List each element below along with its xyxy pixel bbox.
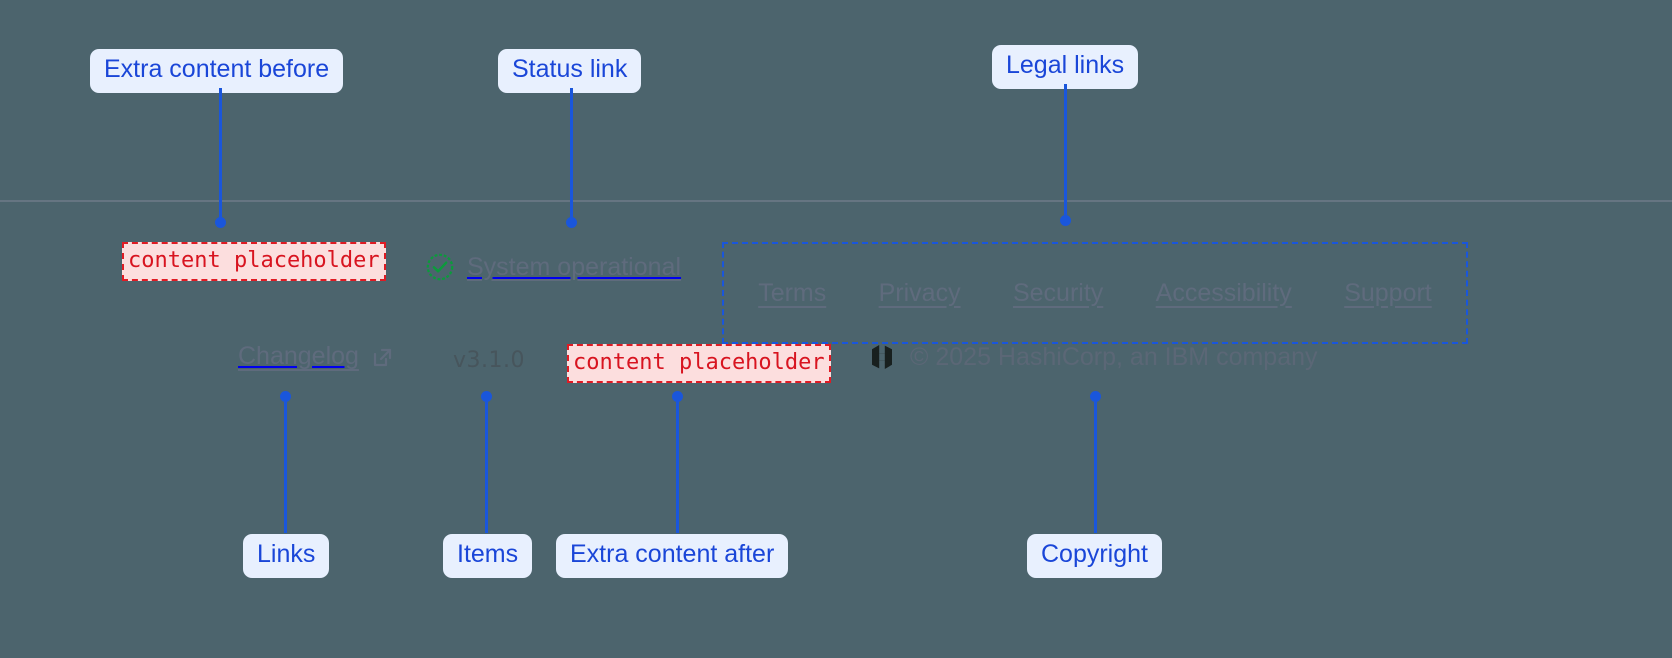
annotation-line-status-link bbox=[570, 88, 573, 222]
footer-row-secondary: Changelog v3.1.0 content placeholder bbox=[0, 338, 1672, 394]
status-link-label: System operational bbox=[467, 252, 682, 281]
legal-link-terms[interactable]: Terms bbox=[758, 278, 827, 307]
legal-links-group: Terms Privacy Security Accessibility Sup… bbox=[722, 242, 1468, 344]
annotation-dot-status-link bbox=[566, 217, 577, 228]
annotation-line-extra-content-before bbox=[219, 88, 222, 222]
legal-link-accessibility[interactable]: Accessibility bbox=[1155, 278, 1292, 307]
annotation-line-legal-links bbox=[1064, 84, 1067, 218]
external-link-icon bbox=[370, 345, 394, 369]
annotation-line-extra-content-after bbox=[676, 398, 679, 533]
annotation-dot-links bbox=[280, 391, 291, 402]
copyright-block: © 2025 HashiCorp, an IBM company bbox=[868, 342, 1318, 372]
hashicorp-logo-icon bbox=[868, 342, 896, 372]
annotation-label-legal-links: Legal links bbox=[992, 45, 1139, 89]
annotation-line-items bbox=[485, 398, 488, 533]
footer-row-primary: content placeholder System operational T… bbox=[0, 224, 1672, 344]
annotation-label-links: Links bbox=[243, 534, 330, 578]
changelog-link[interactable]: Changelog bbox=[238, 342, 394, 371]
annotation-line-copyright bbox=[1094, 398, 1097, 533]
legal-link-support[interactable]: Support bbox=[1344, 278, 1432, 307]
check-circle-icon bbox=[425, 252, 455, 282]
annotation-label-status-link: Status link bbox=[498, 49, 642, 93]
annotation-label-items: Items bbox=[443, 534, 533, 578]
extra-content-after-placeholder: content placeholder bbox=[567, 344, 831, 384]
copyright-text: © 2025 HashiCorp, an IBM company bbox=[910, 342, 1318, 371]
annotation-dot-items bbox=[481, 391, 492, 402]
annotation-dot-copyright bbox=[1090, 391, 1101, 402]
footer-top-divider bbox=[0, 200, 1672, 202]
annotation-label-extra-content-after: Extra content after bbox=[556, 534, 789, 578]
legal-links-highlight-box bbox=[722, 242, 1468, 344]
annotation-line-links bbox=[284, 398, 287, 533]
annotation-label-copyright: Copyright bbox=[1027, 534, 1162, 578]
status-link[interactable]: System operational bbox=[425, 252, 681, 282]
extra-content-before-placeholder: content placeholder bbox=[122, 242, 386, 282]
annotation-dot-extra-content-after bbox=[672, 391, 683, 402]
legal-link-privacy[interactable]: Privacy bbox=[878, 278, 961, 307]
changelog-link-label: Changelog bbox=[238, 342, 359, 370]
version-label: v3.1.0 bbox=[453, 348, 525, 373]
footer: content placeholder System operational T… bbox=[0, 200, 1672, 430]
legal-link-security[interactable]: Security bbox=[1012, 278, 1104, 307]
annotation-dot-legal-links bbox=[1060, 215, 1071, 226]
annotation-dot-extra-content-before bbox=[215, 217, 226, 228]
annotation-label-extra-content-before: Extra content before bbox=[90, 49, 344, 93]
